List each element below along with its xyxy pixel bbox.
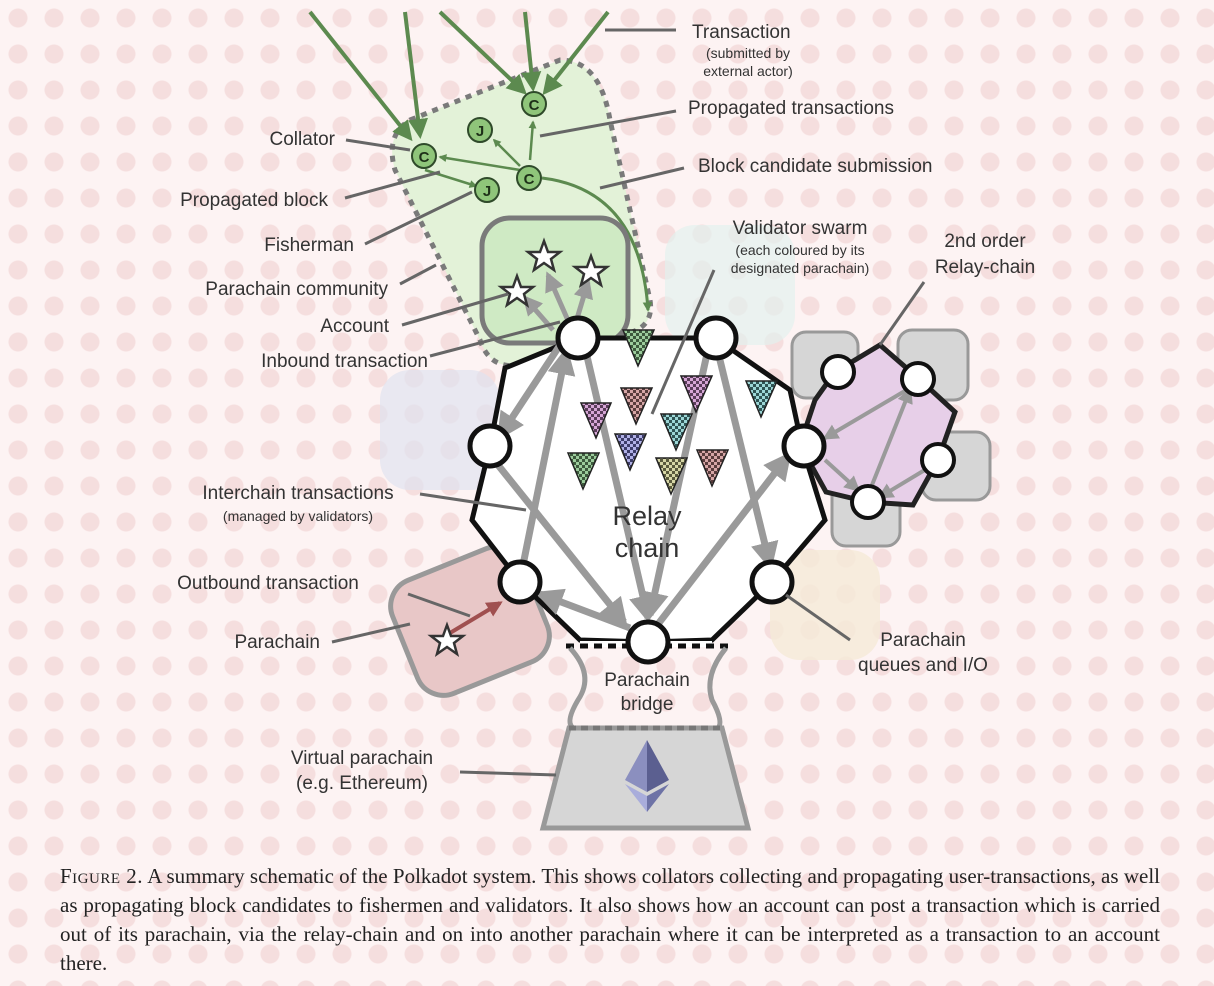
label-interchain-transactions: Interchain transactions [202, 483, 393, 504]
ethereum-logo-icon [625, 740, 669, 812]
figure-caption: Figure 2. A summary schematic of the Pol… [60, 862, 1160, 978]
label-virtual-parachain: (e.g. Ethereum) [296, 773, 428, 794]
checkered-triangle-icon [654, 457, 689, 496]
fisherman-node: J [467, 117, 493, 143]
checkered-triangle-icon [659, 413, 694, 452]
label-propagated-transactions: Propagated transactions [688, 98, 894, 119]
label-parachain-bridge: Parachain [604, 670, 690, 691]
svg-text:C: C [419, 149, 430, 166]
label-relay-chain: chain [615, 533, 680, 563]
background-parachain-blue [380, 370, 500, 490]
label-fisherman: Fisherman [264, 235, 354, 256]
svg-text:C: C [524, 171, 535, 188]
background-parachain-teal [665, 225, 795, 345]
checkered-triangle-icon [566, 452, 601, 491]
label-parachain-queues: Parachain [880, 630, 966, 651]
label-validator-swarm: Validator swarm [733, 218, 868, 239]
star-icon [427, 621, 467, 658]
validator-node [555, 315, 601, 361]
checkered-triangle-icon [679, 375, 714, 414]
checkered-triangle-icon [744, 380, 779, 419]
collator-node: C [521, 91, 547, 117]
label-outbound-transaction: Outbound transaction [177, 573, 359, 594]
svg-text:C: C [529, 97, 540, 114]
label-parachain: Parachain [234, 632, 320, 653]
collator-node: C [411, 143, 437, 169]
label-parachain-bridge: bridge [621, 694, 674, 715]
incoming-transaction-arrow [308, 10, 413, 142]
outbound-transaction-arrow [443, 601, 503, 638]
validator-node [693, 315, 739, 361]
incoming-transaction-arrow [542, 10, 610, 96]
label-transaction-sub: (submitted by [706, 45, 790, 61]
validator-node [781, 423, 827, 469]
checkered-triangle-icon [619, 387, 654, 426]
label-validator-swarm-sub: (each coloured by its [735, 242, 864, 258]
figure-label: Figure 2. [60, 864, 144, 888]
label-virtual-parachain: Virtual parachain [291, 748, 433, 769]
svg-text:J: J [476, 123, 484, 140]
background-parachain-peach [770, 550, 880, 660]
label-propagated-block: Propagated block [180, 190, 328, 211]
propagation-arrow [492, 138, 521, 167]
star-icon [524, 237, 564, 274]
label-second-order: 2nd order [944, 231, 1026, 252]
leader-lines [331, 28, 926, 777]
label-second-order: Relay-chain [935, 257, 1035, 278]
label-parachain-community: Parachain community [205, 279, 388, 300]
label-block-candidate-submission: Block candidate submission [698, 156, 932, 177]
incoming-transaction-arrow [403, 11, 428, 139]
label-relay-chain: Relay [612, 501, 682, 531]
propagation-arrow [528, 120, 537, 161]
caption-text: A summary schematic of the Polkadot syst… [60, 864, 1160, 975]
checkered-triangle-icon [695, 449, 730, 488]
incoming-transaction-arrow [521, 11, 542, 92]
collator-node: C [516, 165, 542, 191]
star-icon [497, 272, 537, 309]
label-inbound-transaction: Inbound transaction [261, 351, 428, 372]
label-account: Account [320, 316, 389, 337]
checkered-triangle-icon [579, 402, 613, 440]
block-candidate-arrow [541, 176, 653, 312]
label-validator-swarm-sub: designated parachain) [731, 260, 870, 276]
label-transaction: Transaction [692, 22, 791, 43]
validator-node [497, 559, 543, 605]
propagation-arrow [438, 154, 521, 172]
interchain-transaction-arrows [487, 271, 792, 632]
bridge-neck-left [567, 646, 588, 730]
svg-text:J: J [483, 183, 491, 200]
label-transaction-sub: external actor) [703, 63, 792, 79]
star-icon [571, 252, 611, 289]
checkered-triangle-icon [613, 433, 648, 472]
validator-node [749, 559, 795, 605]
label-interchain-sub: (managed by validators) [223, 508, 373, 524]
validator-node [467, 423, 513, 469]
validator-node [625, 619, 671, 665]
label-parachain-queues: queues and I/O [858, 655, 988, 676]
fisherman-node: J [474, 177, 500, 203]
second-order-relay-chain [790, 328, 992, 548]
checkered-triangle-icon [621, 329, 656, 368]
label-collator: Collator [270, 129, 336, 150]
bridge-neck-right [707, 646, 728, 730]
incoming-transaction-arrow [438, 10, 527, 95]
polkadot-schematic: C C C J J [177, 10, 1035, 831]
